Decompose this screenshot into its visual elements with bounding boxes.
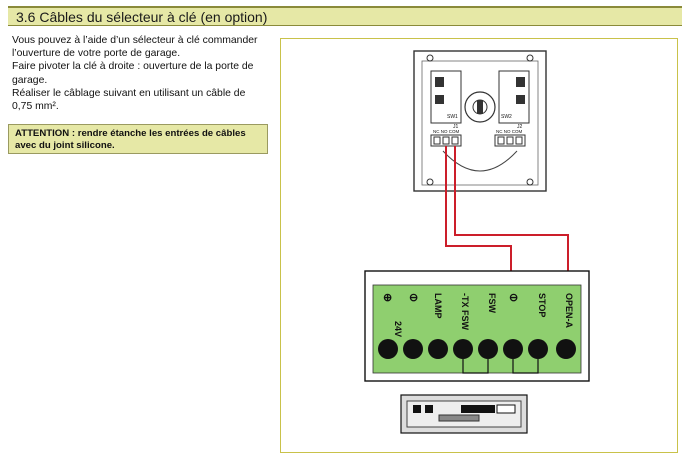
screw-terminal (442, 136, 450, 145)
switch-sw2 (498, 70, 530, 124)
terminal-label-minus-2: ⊖ (509, 292, 518, 304)
terminal-screw (378, 339, 398, 359)
terminal-label-lamp: LAMP (433, 293, 443, 319)
terminal-label-open-a: OPEN-A (564, 293, 574, 329)
terminal-screws (378, 339, 576, 359)
terminal-label-stop: STOP (537, 293, 547, 317)
section-header: 3.6 Câbles du sélecteur à clé (en option… (8, 6, 682, 26)
paragraph-2: Faire pivoter la clé à droite : ouvertur… (12, 61, 254, 86)
attention-box: ATTENTION : rendre étanche les entrées d… (8, 124, 268, 154)
screw-terminal (497, 136, 505, 145)
screw-icon (426, 54, 434, 62)
slot-icon (438, 414, 480, 422)
screw-terminal (506, 136, 514, 145)
nc-no-com-label-2: NC NO COM (496, 129, 523, 134)
led-icon (413, 405, 421, 413)
switch-contact-icon (435, 77, 444, 87)
terminal-screw (503, 339, 523, 359)
screw-icon (526, 54, 534, 62)
paragraph-1: Vous pouvez à l’aide d’un sélecteur à cl… (12, 35, 258, 60)
terminal-label-fsw: FSW (487, 293, 497, 314)
jumper-fsw (462, 359, 489, 374)
screw-terminal (451, 136, 459, 145)
wiring-diagram: SW1 SW2 J1 J2 NC NO COM NC NO COM ⊕ ⊖ 24… (280, 38, 678, 453)
j1-label: J1 (453, 124, 459, 130)
attention-text: ATTENTION : rendre étanche les entrées d… (15, 128, 246, 151)
screw-icon (526, 178, 534, 186)
housing-contour (442, 150, 518, 172)
terminal-label-24v: 24V (393, 321, 403, 337)
j2-label: J2 (517, 124, 523, 130)
connector-icon (496, 404, 516, 414)
terminal-screw (453, 339, 473, 359)
led-icon (425, 405, 433, 413)
terminal-screw (428, 339, 448, 359)
switch-contact-icon (516, 95, 525, 104)
switch-contact-icon (435, 95, 444, 104)
connector-icon (461, 405, 495, 413)
sw1-label: SW1 (447, 114, 458, 120)
terminal-screw (403, 339, 423, 359)
screw-terminal (515, 136, 523, 145)
section-title: 3.6 Câbles du sélecteur à clé (en option… (16, 9, 268, 25)
paragraph-3: Réaliser le câblage suivant en utilisant… (12, 87, 246, 113)
terminal-screw (478, 339, 498, 359)
nc-no-com-label-1: NC NO COM (433, 129, 460, 134)
wiring-diagram-svg: SW1 SW2 J1 J2 NC NO COM NC NO COM ⊕ ⊖ 24… (364, 50, 590, 434)
keyhole-icon (477, 100, 483, 114)
terminal-label-plus: ⊕ (383, 292, 392, 304)
screw-icon (426, 178, 434, 186)
screw-terminal (433, 136, 441, 145)
terminal-screw (528, 339, 548, 359)
terminal-screw (556, 339, 576, 359)
instructions-text: Vous pouvez à l’aide d’un sélecteur à cl… (12, 34, 268, 113)
terminal-label-minus: ⊖ (409, 292, 418, 304)
terminal-labels: ⊕ ⊖ 24V LAMP -TX FSW FSW ⊖ STOP OPEN-A (383, 292, 574, 337)
terminal-strip (372, 284, 582, 374)
switch-contact-icon (516, 77, 525, 87)
sw2-label: SW2 (501, 114, 512, 120)
terminal-label-tx-fsw: -TX FSW (460, 293, 470, 330)
jumper-stop (512, 359, 539, 374)
